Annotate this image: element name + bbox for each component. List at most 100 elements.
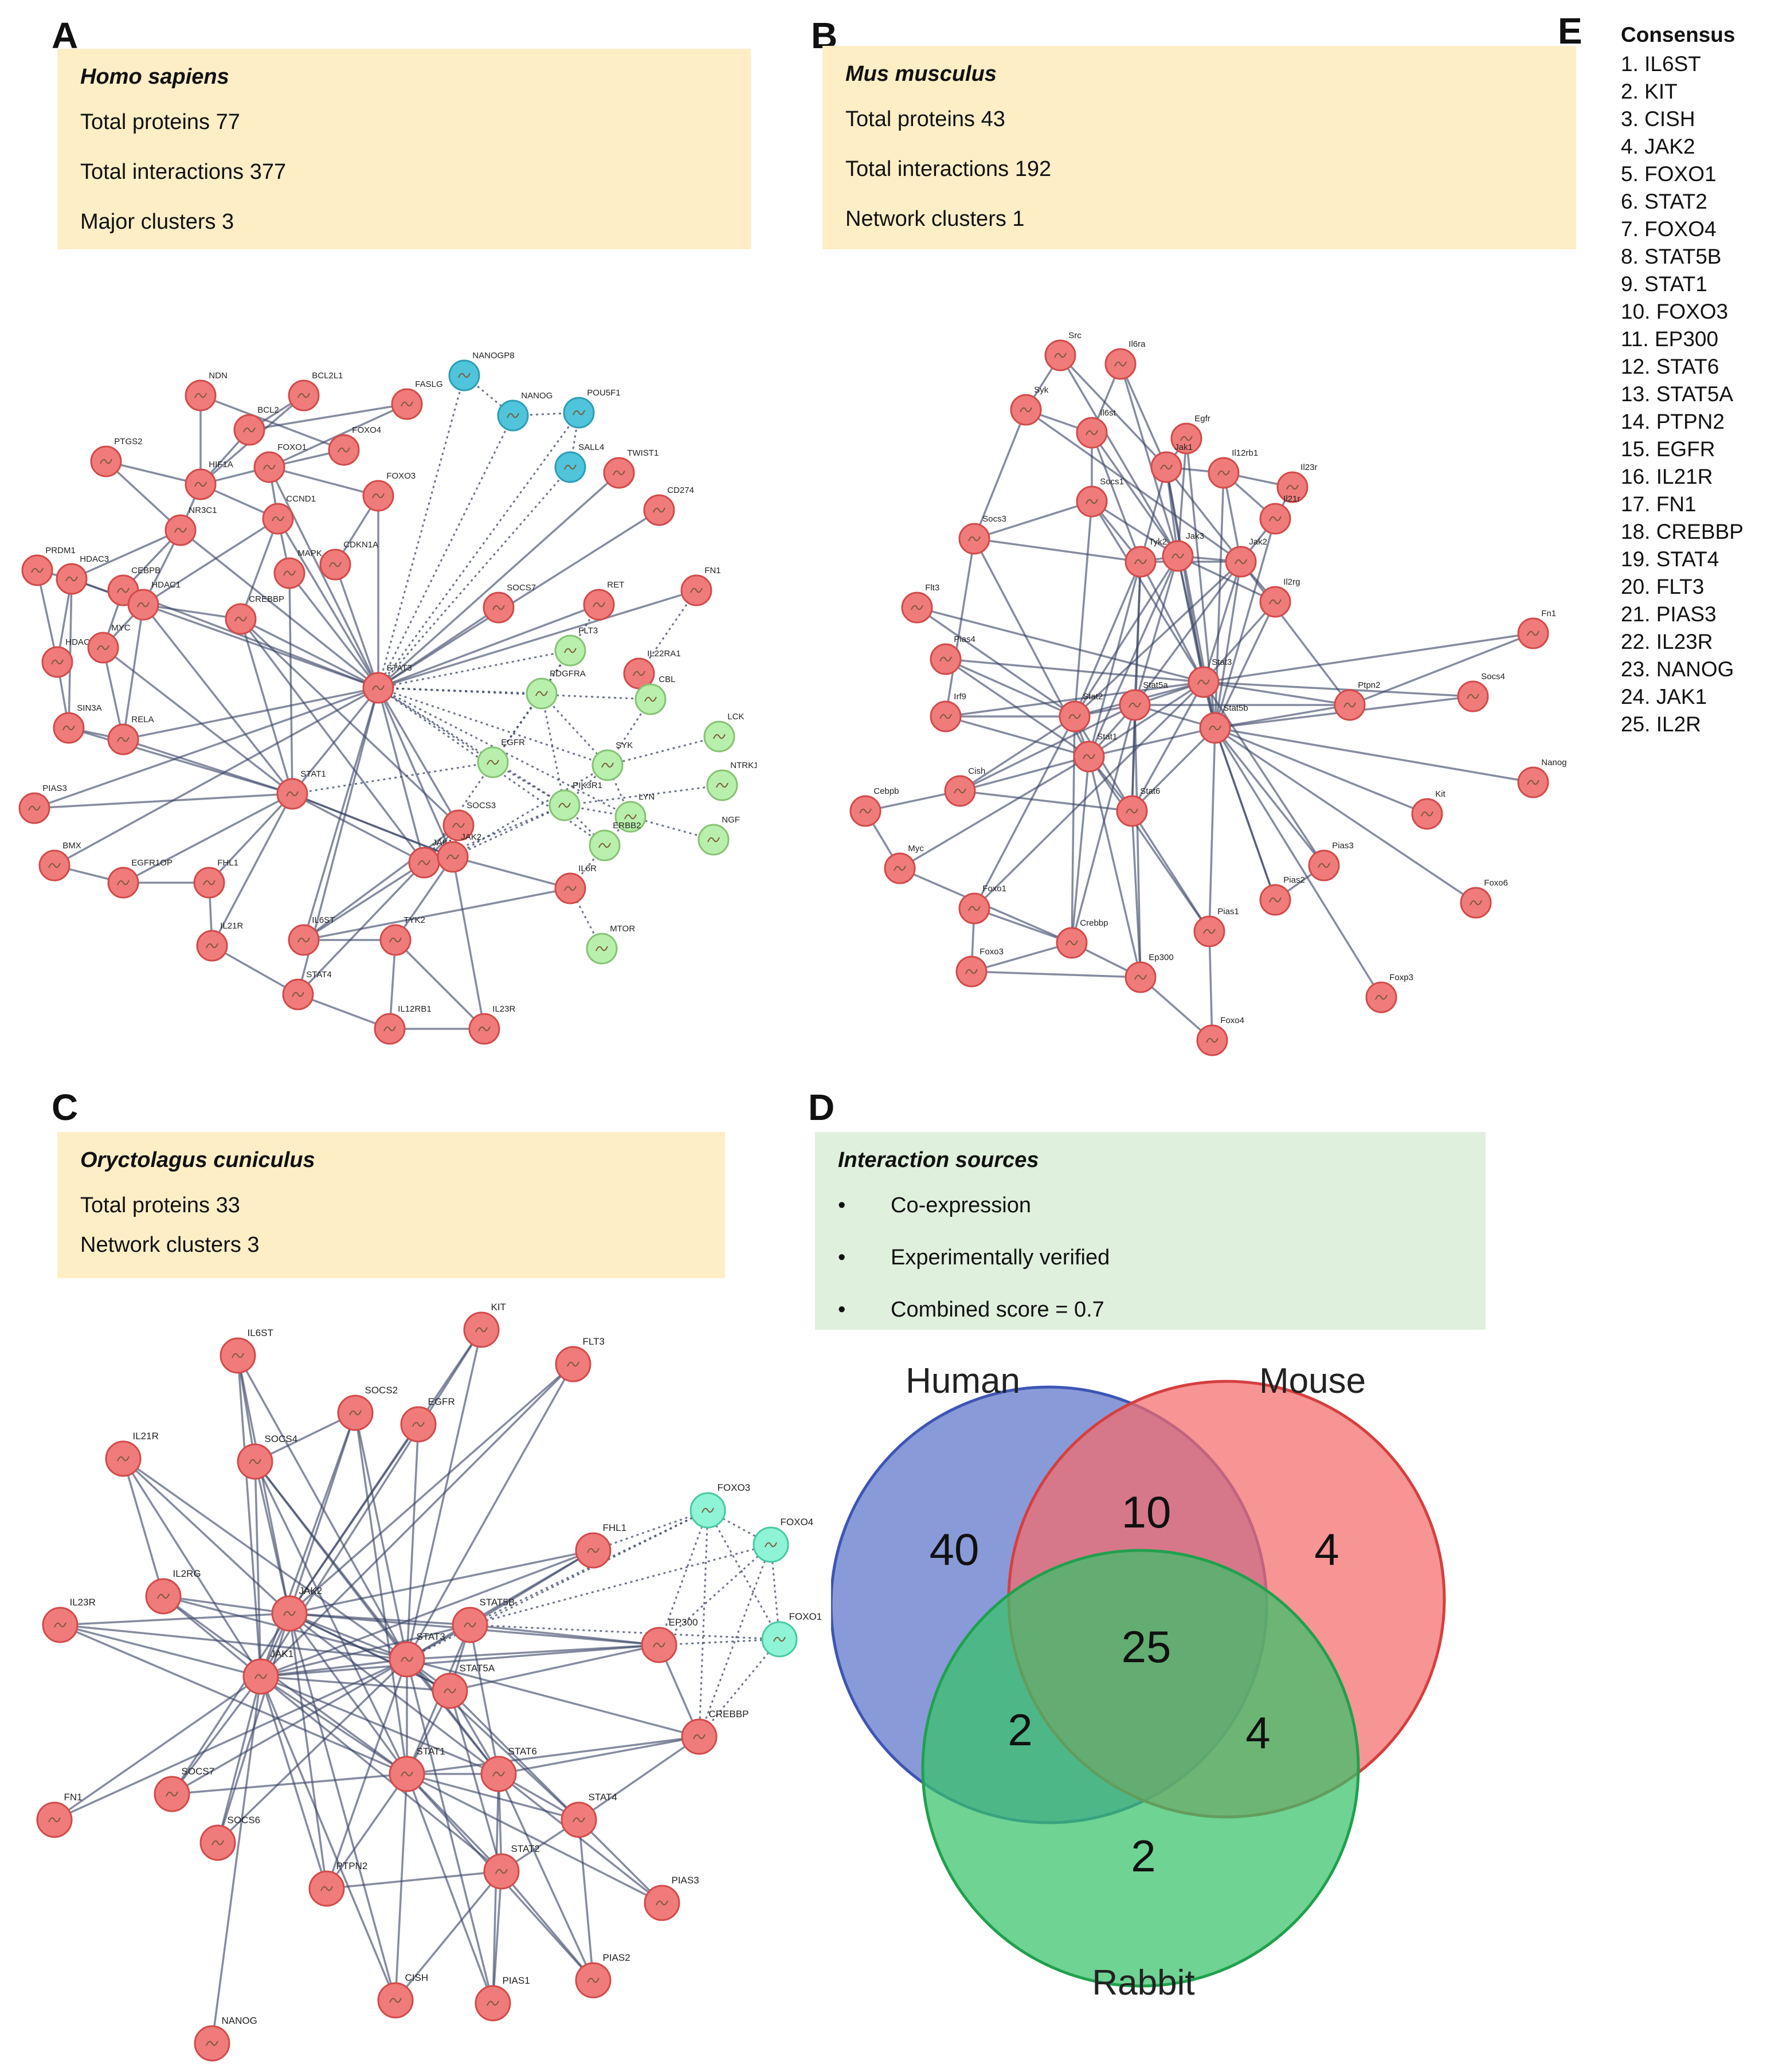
network-node-bcl2l1: BCL2L1 <box>288 371 343 412</box>
network-edge-dashed <box>469 1544 771 1626</box>
node-label: NANOG <box>521 391 553 401</box>
network-edge <box>208 793 293 884</box>
node-structure-glyph <box>1020 407 1032 413</box>
venn-label-mouse: Mouse <box>1259 1361 1366 1401</box>
node-structure-glyph <box>1203 929 1216 934</box>
node-structure-glyph <box>117 1456 130 1462</box>
network-edge <box>1134 555 1179 706</box>
node-structure-glyph <box>624 814 637 820</box>
node-label: FOXO3 <box>718 1482 751 1493</box>
network-edge <box>179 529 379 689</box>
network-node-egfr1op: EGFR1OP <box>107 858 173 899</box>
network-edge <box>326 1659 408 1889</box>
network-edge-dashed <box>698 1510 709 1737</box>
node-structure-glyph <box>1054 352 1067 358</box>
node-label: Socs4 <box>1481 672 1505 681</box>
network-edge <box>1139 561 1205 683</box>
network-edge <box>378 604 600 689</box>
network-edge <box>406 1773 579 1821</box>
node-label: Ptpn2 <box>1358 680 1380 690</box>
network-node-pou5f1: POU5F1 <box>563 388 621 429</box>
node-structure-glyph <box>598 843 611 848</box>
node-label: BCL2L1 <box>312 371 343 381</box>
network-edge <box>260 1676 328 1889</box>
node-structure-glyph <box>51 659 64 665</box>
network-node-crebbp: CREBBP <box>681 1709 749 1755</box>
node-structure-glyph <box>401 1656 413 1662</box>
node-structure-glyph <box>263 464 276 470</box>
network-edge <box>277 518 379 688</box>
species-title: Oryctolagus cuniculus <box>80 1148 315 1172</box>
node-label: IL2RG <box>173 1568 201 1579</box>
node-structure-glyph <box>272 516 284 522</box>
network-node-jak2: JAK2 <box>437 832 481 873</box>
network-edge <box>945 658 1075 718</box>
network-edge <box>1059 354 1167 468</box>
consensus-item: 19. STAT4 <box>1621 547 1719 571</box>
network-node-nanog: NANOG <box>497 391 553 432</box>
network-edge <box>60 1612 290 1626</box>
node-structure-glyph <box>1217 470 1230 476</box>
network-edge <box>105 460 182 531</box>
network-node-tyk2: Tyk2 <box>1124 537 1167 578</box>
node-label: STAT3 <box>417 1631 445 1642</box>
network-edge <box>899 755 1090 869</box>
node-structure-glyph <box>1421 811 1433 817</box>
node-label: Pias1 <box>1217 907 1239 916</box>
network-edge <box>1131 810 1142 978</box>
network-edge <box>377 472 620 689</box>
network-edge <box>254 1461 291 1614</box>
network-edge <box>240 618 379 689</box>
node-label: STAT3 <box>386 663 412 673</box>
node-structure-glyph <box>389 1997 402 2003</box>
node-label: Foxo1 <box>982 884 1006 894</box>
network-edge <box>288 1613 328 1889</box>
network-edge <box>291 687 379 795</box>
node-structure-glyph <box>564 464 577 470</box>
node-structure-glyph <box>458 373 471 378</box>
network-edge <box>240 618 460 827</box>
network-edge <box>973 681 1205 910</box>
node-structure-glyph <box>633 671 645 676</box>
network-edge <box>916 606 1204 683</box>
node-label: SOCS7 <box>507 583 536 593</box>
node-structure-glyph <box>894 865 906 871</box>
network-node-bcl2: BCL2 <box>233 405 279 446</box>
network-node-foxo3: Foxo3 <box>955 947 1004 988</box>
node-label: PIAS3 <box>42 784 67 793</box>
venn-count-human-rabbit: 2 <box>1008 1705 1032 1755</box>
node-structure-glyph <box>1114 361 1127 367</box>
node-structure-glyph <box>452 822 465 828</box>
network-edge <box>377 687 425 863</box>
stat-line: Total proteins 43 <box>845 107 1005 131</box>
network-node-stat4: STAT4 <box>282 970 332 1010</box>
consensus-item: 2. KIT <box>1621 80 1678 103</box>
node-label: NR3C1 <box>189 506 217 515</box>
network-node-egfr: EGFR <box>477 738 525 778</box>
consensus-item: 18. CREBBP <box>1621 520 1743 543</box>
venn-set-rabbit <box>921 1549 1360 1988</box>
node-label: Foxp3 <box>1389 973 1413 982</box>
node-structure-glyph <box>401 401 413 407</box>
network-edge <box>945 538 975 717</box>
network-edge <box>162 1595 262 1678</box>
network-edge <box>378 589 697 689</box>
network-edge <box>122 1458 164 1597</box>
network-edge <box>1202 681 1325 866</box>
node-label: Crebbp <box>1080 918 1108 928</box>
node-structure-glyph <box>1375 994 1388 1000</box>
network-edge <box>288 572 379 689</box>
node-structure-glyph <box>412 1421 425 1427</box>
network-edge <box>303 861 425 941</box>
consensus-item: 12. STAT6 <box>1621 355 1719 378</box>
node-label: IL12RB1 <box>398 1004 431 1014</box>
network-edge <box>1134 561 1242 706</box>
node-label: IL23R <box>70 1597 96 1608</box>
node-label: PIAS1 <box>503 1975 530 1986</box>
network-edge <box>578 1736 700 1821</box>
network-edge <box>105 460 201 485</box>
node-label: SOCS3 <box>467 801 496 810</box>
node-label: IL23R <box>492 1004 515 1014</box>
